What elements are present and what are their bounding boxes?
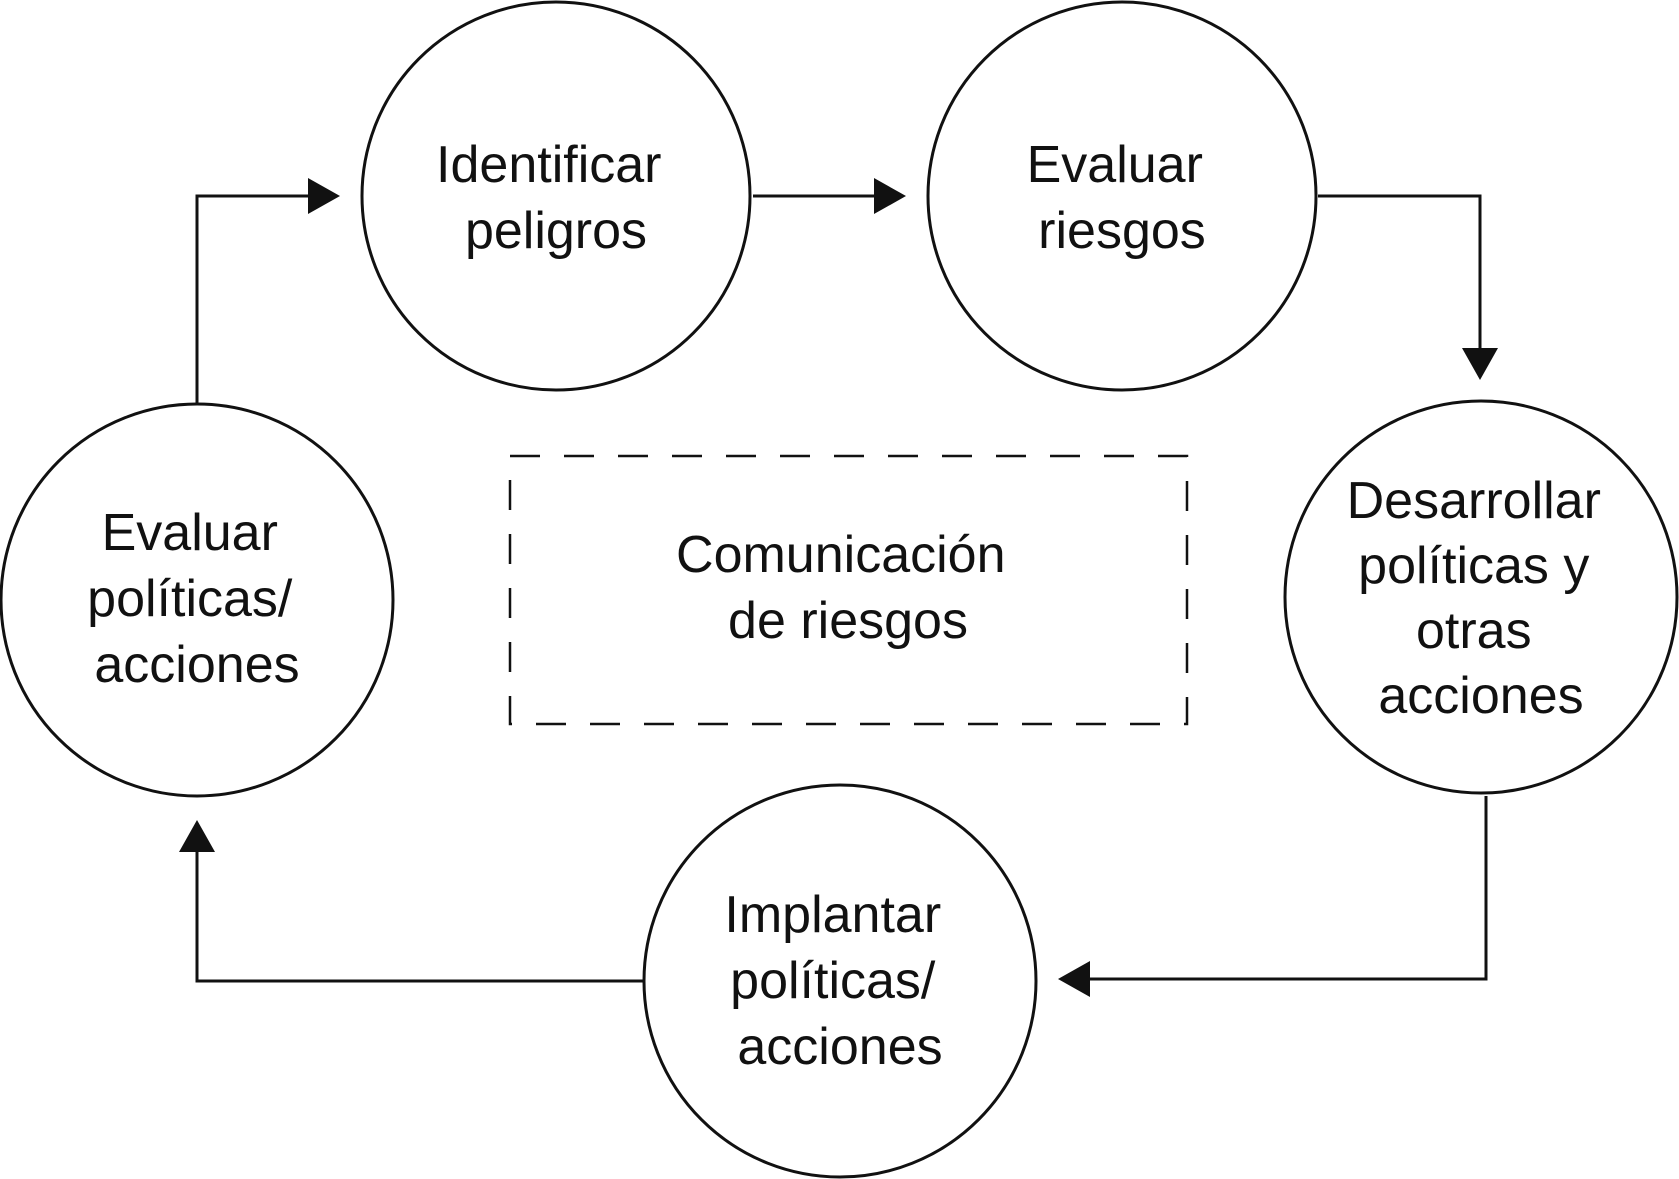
node-identificar-peligros-label: Identificar peligros [436, 136, 676, 260]
node-identificar-peligros: Identificar peligros [360, 0, 752, 392]
node-implantar-politicas-label: Implantar políticas/ acciones [724, 886, 955, 1076]
connector-implantar-to-evaluar-politicas [195, 848, 644, 983]
arrowhead-to-evaluar-politicas [179, 820, 215, 852]
connector-desarrollar-to-implantar [1088, 796, 1488, 981]
node-desarrollar-politicas-label: Desarrollar políticas y otras acciones [1347, 472, 1616, 725]
node-evaluar-politicas: Evaluar políticas/ acciones [0, 402, 395, 798]
connector-evaluar-riesgos-to-desarrollar [1318, 194, 1482, 352]
node-implantar-politicas: Implantar políticas/ acciones [642, 783, 1038, 1179]
connector-evaluar-politicas-to-identificar [195, 194, 310, 404]
center-dashed-box [508, 454, 1189, 726]
node-evaluar-politicas-label: Evaluar políticas/ acciones [87, 504, 307, 694]
node-evaluar-riesgos-label: Evaluar riesgos [1027, 136, 1218, 260]
arrowhead-to-desarrollar [1462, 348, 1498, 380]
connectors [179, 178, 1498, 997]
arrowhead-to-implantar [1058, 961, 1090, 997]
node-evaluar-riesgos: Evaluar riesgos [926, 0, 1318, 392]
node-desarrollar-politicas: Desarrollar políticas y otras acciones [1283, 399, 1679, 795]
center-label: Comunicación de riesgos [676, 526, 1020, 650]
arrowhead-to-evaluar-riesgos [874, 178, 906, 214]
arrowhead-to-identificar [308, 178, 340, 214]
center-label-line-1: Comunicación [676, 526, 1006, 584]
center-label-line-2: de riesgos [728, 592, 968, 650]
